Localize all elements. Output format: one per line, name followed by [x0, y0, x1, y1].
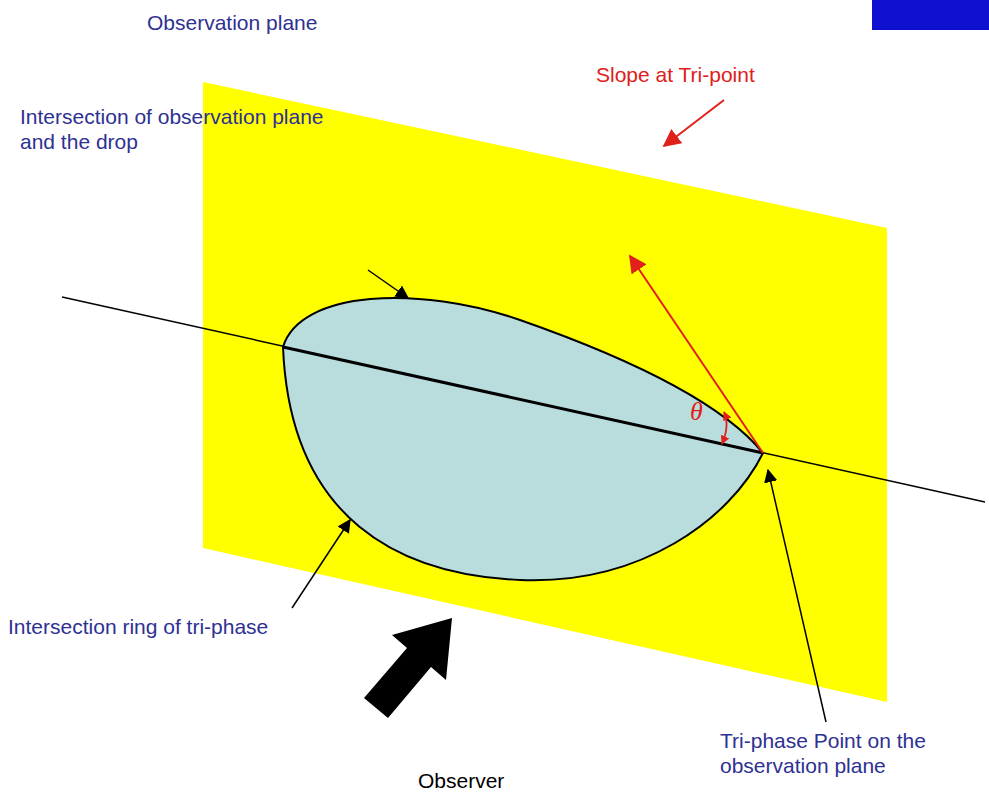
callout-label: Intersection ring of tri-phase	[8, 614, 338, 639]
callout-label: Slope at Tri-point	[596, 62, 836, 87]
angle-symbol: θ	[690, 396, 720, 427]
leader-line	[664, 100, 724, 146]
drop-section	[283, 298, 763, 580]
observation-plane	[203, 82, 887, 702]
leader-line	[368, 270, 408, 298]
callout-label: Intersection of observation plane and th…	[20, 104, 332, 154]
callout-label: Tri-phase Point on the observation plane	[720, 728, 956, 778]
corner-bar	[872, 0, 989, 30]
slope-arrow	[630, 256, 763, 453]
observer-label: Observer	[418, 768, 568, 793]
observer-arrow	[364, 618, 452, 718]
base-line	[283, 347, 763, 453]
leader-line	[292, 520, 350, 608]
leader-line	[768, 470, 826, 722]
angle-arc	[722, 412, 727, 444]
plane-title: Observation plane	[147, 10, 407, 35]
